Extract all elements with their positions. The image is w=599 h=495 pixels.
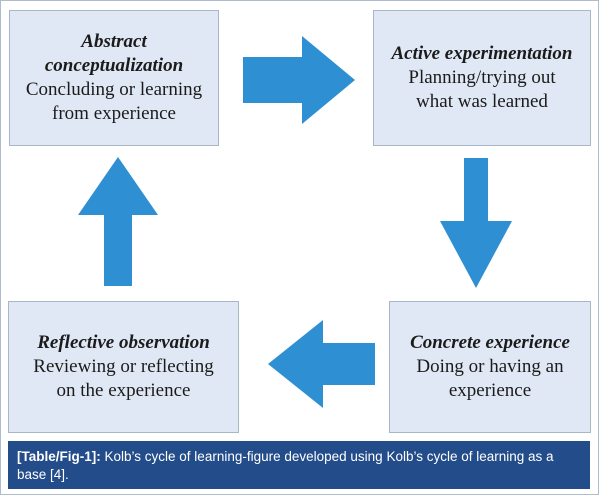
node-text: Doing or having an experience — [416, 356, 564, 401]
node-abstract-conceptualization: Abstract conceptualization Concluding or… — [9, 10, 219, 146]
arrow-up — [78, 157, 158, 286]
node-text: Reviewing or reflecting on the experienc… — [33, 356, 214, 401]
arrow-right — [243, 36, 355, 124]
node-concrete-experience: Concrete experience Doing or having an e… — [389, 301, 591, 433]
figure-caption: [Table/Fig-1]: Kolb’s cycle of learning-… — [8, 441, 590, 489]
arrow-left — [268, 320, 375, 408]
node-title: Active experimentation — [391, 43, 573, 64]
caption-text: Kolb’s cycle of learning-figure develope… — [17, 449, 554, 482]
node-title: Abstract conceptualization — [44, 31, 184, 76]
node-title: Concrete experience — [410, 332, 570, 353]
node-title: Reflective observation — [37, 332, 210, 353]
node-active-experimentation: Active experimentation Planning/trying o… — [373, 10, 591, 146]
caption-tag: [Table/Fig-1]: — [17, 449, 101, 464]
arrow-down — [440, 158, 512, 288]
node-text: Planning/trying out what was learned — [408, 67, 556, 112]
node-reflective-observation: Reflective observation Reviewing or refl… — [8, 301, 239, 433]
node-text: Concluding or learning from experience — [25, 79, 203, 124]
